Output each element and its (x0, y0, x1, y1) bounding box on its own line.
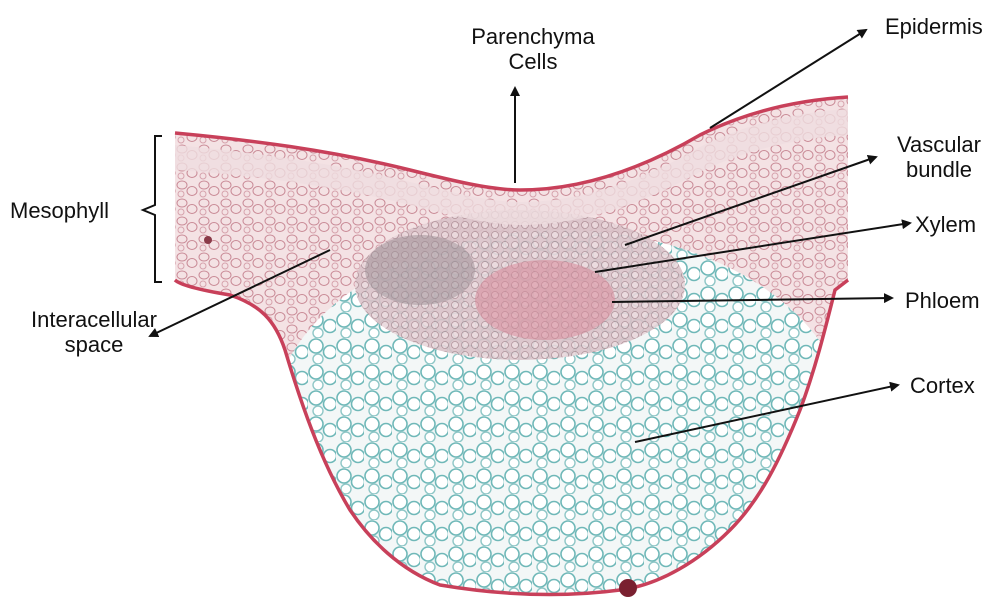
xylem-region (365, 235, 475, 305)
parenchyma-label-line2: Cells (458, 49, 608, 74)
vascular-label-line1: Vascular (885, 132, 993, 157)
mesophyll-label: Mesophyll (10, 198, 109, 223)
intercellular-label-line1: Interacellular (14, 307, 174, 332)
xylem-label: Xylem (915, 212, 976, 237)
phloem-region (475, 260, 615, 340)
vascular-label-line2: bundle (885, 157, 993, 182)
dark-cell-spot (619, 579, 637, 597)
mesophyll-bracket (143, 136, 162, 282)
parenchyma-label-line1: Parenchyma (458, 24, 608, 49)
phloem-label: Phloem (905, 288, 980, 313)
epidermis-label: Epidermis (885, 14, 983, 39)
dark-cell-spot (204, 236, 212, 244)
cortex-label: Cortex (910, 373, 975, 398)
intercellular-label-line2: space (14, 332, 174, 357)
vascular-bundle-label: Vascular bundle (885, 132, 993, 183)
parenchyma-cells-label: Parenchyma Cells (458, 24, 608, 75)
tissue-body (175, 97, 850, 603)
intercellular-space-label: Interacellular space (14, 307, 174, 358)
